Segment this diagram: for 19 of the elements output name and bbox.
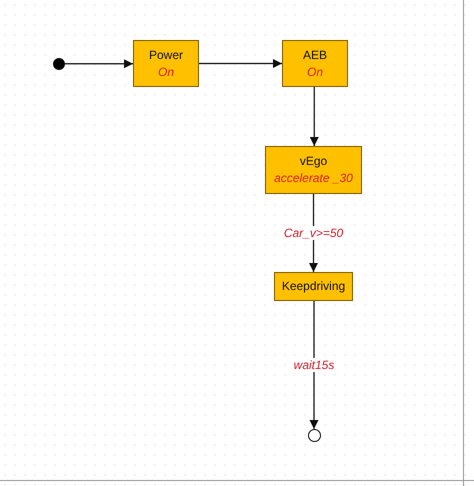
- start-dot: [53, 58, 65, 70]
- state-box: [282, 40, 348, 87]
- edge-label: wait15s: [292, 358, 336, 372]
- edge-label: Car_v>=50: [282, 226, 346, 240]
- state-name: AEB: [302, 46, 327, 64]
- state-name: Keepdriving: [282, 278, 346, 295]
- arrow: [310, 301, 318, 429]
- state-action: accelerate _30: [274, 170, 353, 187]
- state-box: [274, 272, 353, 301]
- state-action: On: [306, 64, 323, 80]
- state-action: On: [158, 64, 174, 80]
- state-box: [133, 40, 199, 87]
- state-name: Power: [148, 46, 183, 64]
- arrow: [310, 87, 319, 146]
- arrow: [199, 59, 282, 68]
- end-circle: [308, 429, 321, 442]
- state-box: [265, 146, 362, 194]
- state-name: vEgo: [300, 153, 328, 170]
- arrow: [65, 59, 133, 68]
